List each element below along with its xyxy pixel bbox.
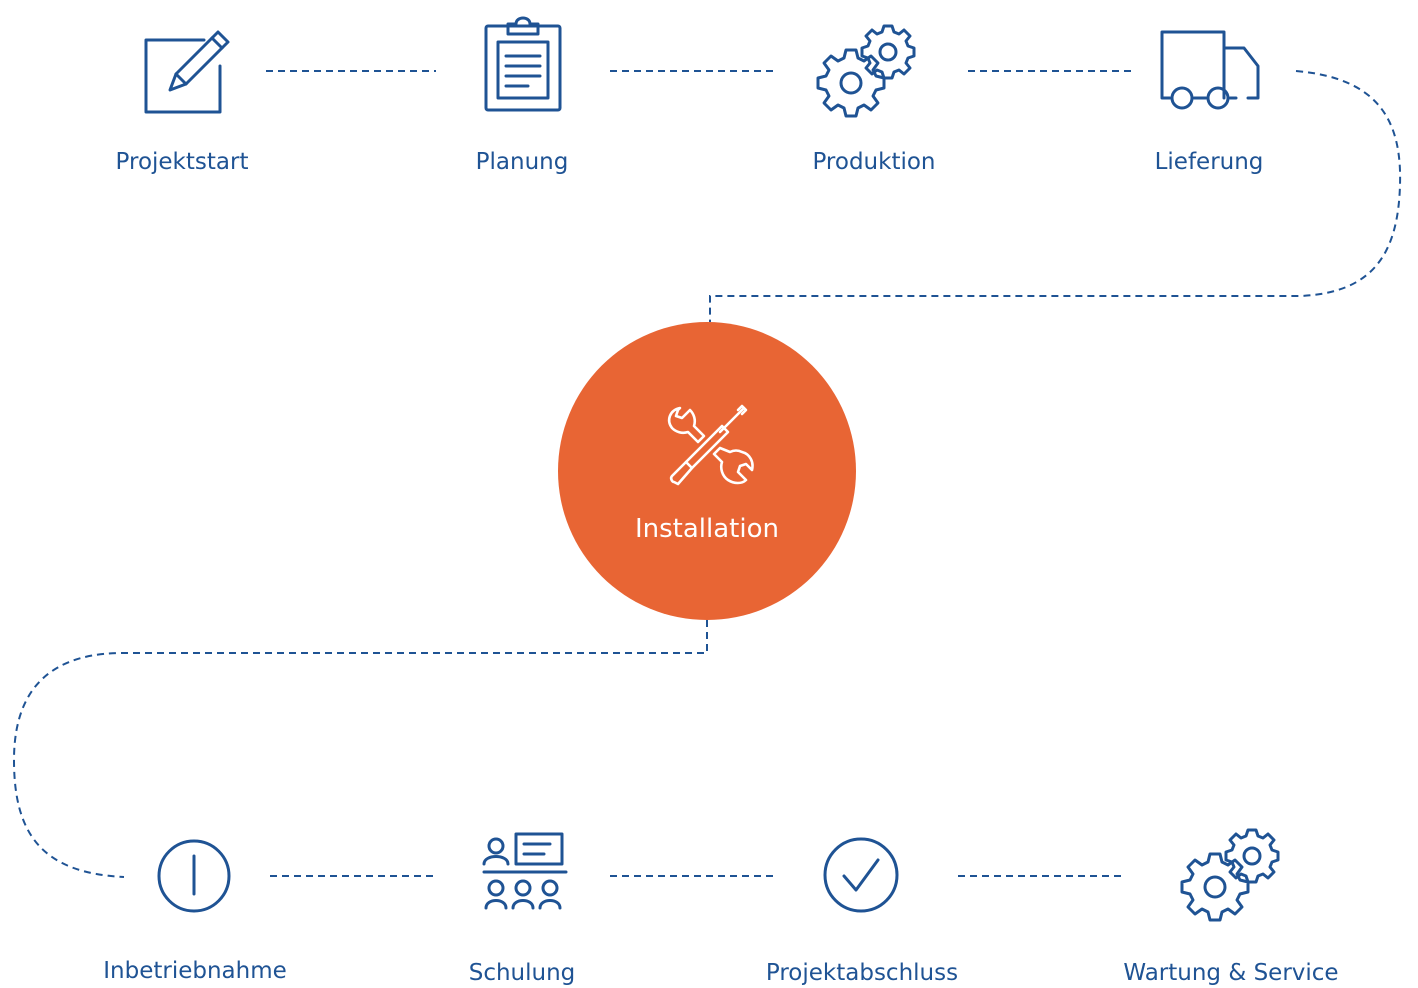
connector-lieferung-installation	[709, 70, 1402, 322]
checkmark-circle-icon	[823, 837, 899, 913]
step-produktion	[816, 22, 916, 120]
step-projektstart	[140, 28, 234, 116]
truck-icon	[1160, 30, 1260, 110]
connector-installation-inbetriebnahme	[12, 620, 708, 878]
step-label-schulung: Schulung	[468, 960, 576, 986]
step-planung	[484, 12, 564, 112]
step-label-produktion: Produktion	[812, 149, 936, 175]
gears-icon	[816, 24, 916, 118]
step-projektabschluss	[822, 836, 902, 916]
step-label-lieferung: Lieferung	[1154, 149, 1264, 175]
step-label-projektstart: Projektstart	[115, 149, 249, 175]
step-label-inbetriebnahme: Inbetriebnahme	[103, 958, 287, 984]
step-wartung-service	[1180, 826, 1280, 924]
step-label-planung: Planung	[475, 149, 569, 175]
pencil-square-icon	[144, 30, 230, 114]
installation-circle	[558, 322, 856, 620]
training-board-icon	[482, 832, 568, 910]
step-label-installation: Installation	[634, 514, 779, 544]
step-lieferung	[1160, 30, 1260, 110]
clipboard-icon	[484, 16, 562, 112]
step-label-wartung-service: Wartung & Service	[1123, 960, 1339, 986]
step-inbetriebnahme	[156, 838, 234, 916]
power-icon	[157, 839, 231, 913]
step-label-projektabschluss: Projektabschluss	[765, 960, 959, 986]
gears-icon	[1180, 828, 1280, 922]
wrench-screwdriver-icon	[667, 404, 754, 486]
step-installation-icon	[664, 404, 754, 490]
step-schulung	[482, 832, 572, 916]
